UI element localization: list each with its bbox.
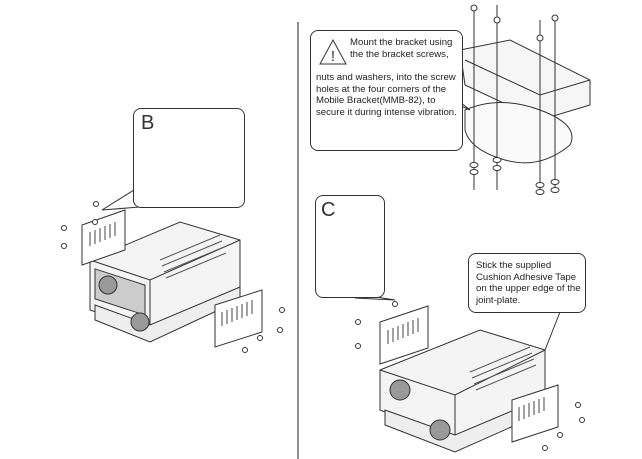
radio-unit-right: [379, 329, 546, 453]
warning-text-lead: Mount the bracket using the the bracket …: [350, 37, 453, 60]
warning-triangle-icon: !: [319, 38, 347, 65]
joint-plate-right-front: [379, 305, 429, 365]
warning-text-rest: nuts and washers, into the screw holes a…: [316, 72, 457, 118]
tape-note-callout: Stick the supplied Cushion Adhesive Tape…: [468, 253, 586, 313]
screws-left: [61, 201, 285, 353]
mobile-bracket: [459, 39, 591, 164]
callout-b: B: [133, 108, 245, 208]
bracket-screws: [469, 4, 560, 195]
warning-callout: ! Mount the bracket using the the bracke…: [310, 30, 463, 151]
svg-text:!: !: [331, 48, 335, 65]
tape-note-text: Stick the supplied Cushion Adhesive Tape…: [476, 260, 581, 306]
tape-callout-tail: [544, 311, 561, 351]
radio-unit-left: [89, 221, 241, 343]
screws-right: [355, 301, 585, 451]
joint-plate-left-rear: [214, 289, 263, 348]
callout-b-label: B: [141, 112, 155, 134]
callout-c: C: [315, 195, 385, 298]
callout-c-label: C: [321, 199, 336, 221]
joint-plate-right-rear: [511, 384, 559, 443]
